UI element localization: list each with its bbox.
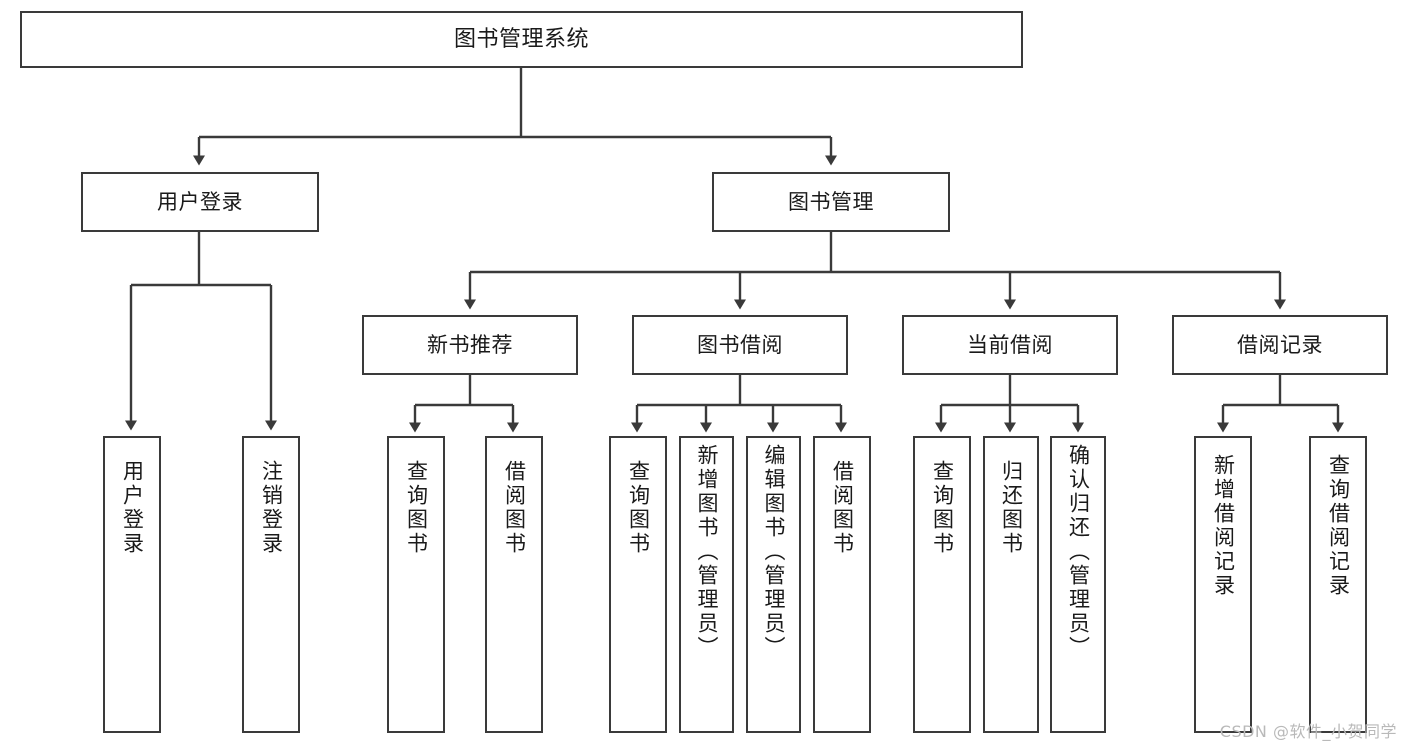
node-book-borrow[interactable]: 图书借阅: [632, 315, 848, 375]
leaf-current-return-book[interactable]: 归还图书: [983, 436, 1039, 733]
node-book-management-label: 图书管理: [788, 189, 874, 214]
node-user-login-label: 用户登录: [157, 189, 243, 214]
leaf-records-add-record-label: 新增借阅记录: [1211, 454, 1236, 598]
leaf-borrow-query-book-label: 查询图书: [626, 460, 651, 556]
leaf-user-login-logout[interactable]: 注销登录: [242, 436, 300, 733]
leaf-borrow-edit-book-label: 编辑图书（管理员）: [762, 444, 786, 660]
leaf-borrow-query-book[interactable]: 查询图书: [609, 436, 667, 733]
node-book-borrow-label: 图书借阅: [697, 332, 783, 357]
leaf-borrow-borrow-book[interactable]: 借阅图书: [813, 436, 871, 733]
leaf-current-return-book-label: 归还图书: [999, 460, 1024, 556]
leaf-current-query-book-label: 查询图书: [930, 460, 955, 556]
leaf-records-add-record[interactable]: 新增借阅记录: [1194, 436, 1252, 733]
node-book-management[interactable]: 图书管理: [712, 172, 950, 232]
leaf-new-book-borrow[interactable]: 借阅图书: [485, 436, 543, 733]
leaf-borrow-add-book-label: 新增图书（管理员）: [695, 444, 719, 660]
node-user-login[interactable]: 用户登录: [81, 172, 319, 232]
leaf-user-login-login-label: 用户登录: [120, 460, 145, 556]
leaf-user-login-logout-label: 注销登录: [259, 460, 284, 556]
leaf-user-login-login[interactable]: 用户登录: [103, 436, 161, 733]
node-current-borrow[interactable]: 当前借阅: [902, 315, 1118, 375]
leaf-new-book-borrow-label: 借阅图书: [502, 460, 527, 556]
leaf-current-confirm-return-label: 确认归还（管理员）: [1066, 444, 1091, 660]
leaf-borrow-edit-book[interactable]: 编辑图书（管理员）: [746, 436, 801, 733]
node-borrow-records[interactable]: 借阅记录: [1172, 315, 1388, 375]
node-root-label: 图书管理系统: [453, 26, 589, 52]
node-new-book-recommend[interactable]: 新书推荐: [362, 315, 578, 375]
leaf-records-query-record[interactable]: 查询借阅记录: [1309, 436, 1367, 733]
leaf-records-query-record-label: 查询借阅记录: [1326, 454, 1351, 598]
leaf-current-confirm-return[interactable]: 确认归还（管理员）: [1050, 436, 1106, 733]
leaf-new-book-query-label: 查询图书: [404, 460, 429, 556]
node-current-borrow-label: 当前借阅: [967, 332, 1053, 357]
leaf-borrow-add-book[interactable]: 新增图书（管理员）: [679, 436, 734, 733]
leaf-new-book-query[interactable]: 查询图书: [387, 436, 445, 733]
node-root[interactable]: 图书管理系统: [20, 11, 1023, 68]
node-borrow-records-label: 借阅记录: [1237, 332, 1323, 357]
leaf-current-query-book[interactable]: 查询图书: [913, 436, 971, 733]
leaf-borrow-borrow-book-label: 借阅图书: [830, 460, 855, 556]
node-new-book-recommend-label: 新书推荐: [427, 332, 513, 357]
